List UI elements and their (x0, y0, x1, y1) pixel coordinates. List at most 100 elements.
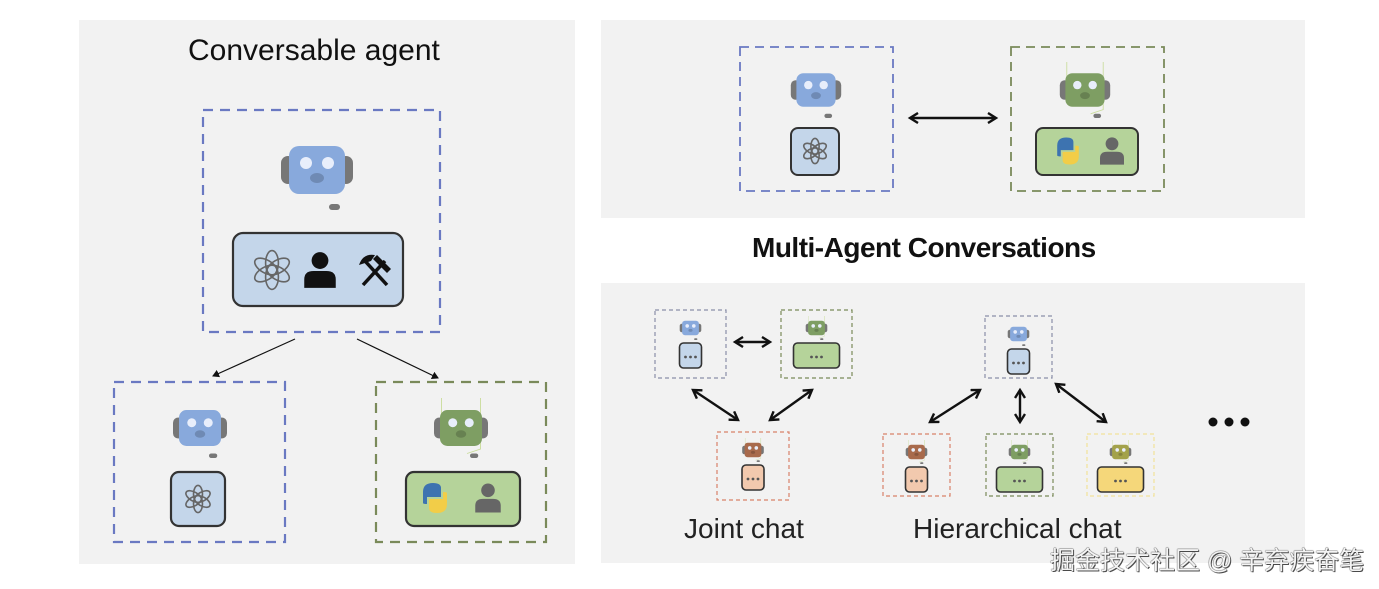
connection-arrow (356, 338, 439, 380)
dot (915, 479, 918, 483)
eye-right (1088, 80, 1097, 90)
openai-icon (185, 484, 211, 514)
robot-mic (756, 460, 760, 462)
robot-mic (329, 204, 340, 210)
hammer-head (373, 255, 391, 273)
ellipsis-icon (746, 477, 760, 481)
agent-dashed-border (1010, 46, 1165, 192)
eye-right (464, 418, 474, 428)
tool-box (1006, 348, 1031, 375)
human-icon (304, 252, 336, 288)
dot (746, 477, 750, 481)
agent-dashed-border (739, 46, 894, 192)
human-head (311, 252, 329, 269)
eye-right (1122, 448, 1126, 452)
robot-head (908, 444, 925, 460)
eye-left (448, 418, 458, 428)
eye-left (911, 448, 915, 452)
connection-arrow (693, 390, 738, 420)
python-icon (1057, 137, 1079, 165)
robot-icon (742, 438, 764, 462)
dot (751, 477, 755, 481)
agent-dashed-border (201, 108, 442, 334)
eye-left (685, 324, 689, 328)
robot-head (179, 410, 221, 446)
agent-dashed-border (882, 433, 951, 497)
human-icon (1100, 137, 1124, 165)
eye-right (1020, 330, 1024, 334)
robot-icon (173, 410, 227, 458)
robot-mouth (1017, 452, 1022, 456)
ellipsis-dot (1208, 417, 1218, 427)
robot-head (289, 146, 345, 194)
robot-head (808, 320, 825, 336)
eye-left (804, 80, 813, 90)
ellipsis-icon (910, 479, 923, 483)
dot (1114, 479, 1117, 483)
eye-left (811, 324, 815, 328)
tool-box (678, 342, 703, 369)
robot-mic (1023, 462, 1027, 464)
dot (1012, 361, 1015, 365)
agent-dashed-border (112, 380, 287, 544)
connection-arrow (1056, 384, 1106, 422)
joint-chat-label: Joint chat (684, 513, 804, 544)
ellipsis-dot (1240, 417, 1250, 427)
multi-agent-conversations-title: Multi-Agent Conversations (752, 232, 1096, 263)
agent-dashed-border (780, 309, 853, 379)
tool-box (790, 127, 840, 176)
human-head (1105, 137, 1119, 151)
human-body (304, 271, 336, 288)
eye-right (203, 418, 213, 428)
python-blue (423, 483, 441, 504)
human-body (1100, 151, 1124, 165)
eye-left (1115, 448, 1119, 452)
robot-icon (679, 320, 702, 340)
robot-mouth (1016, 334, 1021, 338)
agent-dashed-border (985, 433, 1054, 497)
dot (1023, 479, 1026, 483)
dot (1124, 479, 1127, 483)
robot-mouth (811, 92, 821, 100)
robot-head (1011, 444, 1028, 460)
watermark: 掘金技术社区 @ 辛弃疾奋笔 (1050, 547, 1365, 575)
python-icon (423, 483, 447, 513)
dot (1013, 479, 1016, 483)
human-body (475, 498, 501, 513)
agent-dashed-border (654, 309, 727, 379)
robot-mic (820, 338, 824, 340)
pick-handle (363, 259, 389, 287)
human-icon (475, 483, 501, 513)
ellipsis-icon (1012, 361, 1025, 365)
robot-mouth (194, 430, 206, 438)
ellipsis-icon (1114, 479, 1127, 483)
robot-head (682, 320, 699, 336)
dot (756, 477, 760, 481)
eye-left (1013, 330, 1017, 334)
robot-mic (920, 462, 924, 464)
tool-box (995, 466, 1044, 493)
robot-icon (805, 316, 828, 340)
robot-mic (209, 453, 218, 458)
dot (1018, 479, 1021, 483)
robot-mouth (688, 328, 693, 332)
robot-mouth (1118, 452, 1123, 456)
connection-arrow (770, 390, 812, 420)
agent-dashed-border (374, 380, 548, 544)
robot-mic (694, 338, 698, 340)
robot-head (1112, 444, 1129, 460)
eye-right (818, 324, 822, 328)
robot-mouth (310, 173, 324, 183)
conversable-agent-title: Conversable agent (188, 34, 440, 67)
connection-arrow (212, 338, 296, 378)
robot-mic (470, 453, 479, 458)
dot (1017, 361, 1020, 365)
pick-head (359, 254, 375, 265)
eye-right (692, 324, 696, 328)
tool-box (741, 464, 765, 491)
openai-petal (185, 489, 203, 504)
agent-dashed-border (716, 431, 790, 501)
eye-left (1073, 80, 1082, 90)
eye-right (1021, 448, 1025, 452)
